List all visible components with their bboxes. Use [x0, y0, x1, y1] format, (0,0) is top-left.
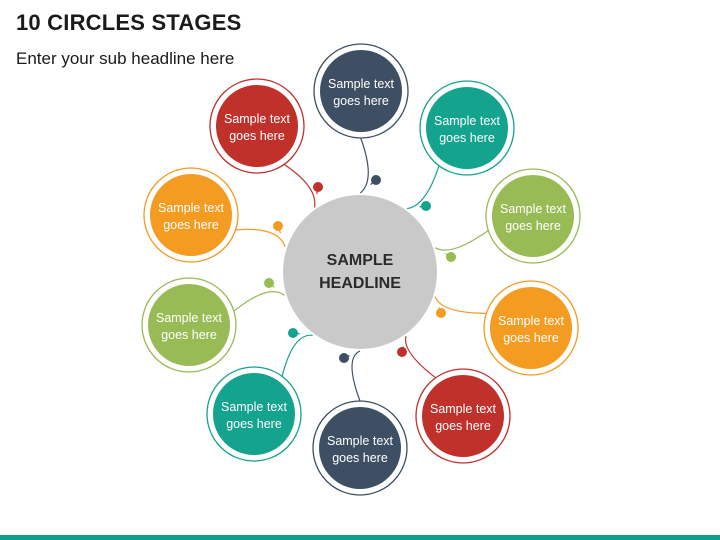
- stage-circle-3: Sample text goes here: [485, 168, 581, 264]
- hub-circle: [283, 195, 437, 349]
- hub-label-line1: SAMPLE: [327, 252, 394, 269]
- bottom-accent-bar: [0, 535, 720, 540]
- connector-dot-group: [264, 175, 456, 363]
- stage-circle-4: Sample text goes here: [483, 280, 579, 376]
- stage-label-line1: Sample text: [500, 202, 567, 216]
- stage-label-line2: goes here: [505, 219, 561, 233]
- stage-fill: [148, 284, 230, 366]
- stage-label-line1: Sample text: [434, 114, 501, 128]
- stage-connector-1: [359, 137, 369, 194]
- stage-circle-1: Sample text goes here: [313, 43, 409, 139]
- stage-dot-4: [436, 308, 446, 318]
- stage-connector-7: [281, 334, 313, 377]
- page-title: 10 CIRCLES STAGES: [16, 10, 242, 35]
- stage-label-line2: goes here: [161, 328, 217, 342]
- stage-fill: [213, 373, 295, 455]
- stage-dot-10: [313, 182, 323, 192]
- stage-connector-8: [233, 291, 285, 312]
- stage-connector-9: [235, 228, 286, 248]
- stage-label-line2: goes here: [439, 131, 495, 145]
- stage-label-line2: goes here: [163, 218, 219, 232]
- stage-dot-8: [264, 278, 274, 288]
- stage-dot-3: [446, 252, 456, 262]
- stage-label-line1: Sample text: [158, 201, 225, 215]
- stage-circle-7: Sample text goes here: [206, 366, 302, 462]
- stage-connector-6: [351, 350, 361, 402]
- stage-fill: [150, 174, 232, 256]
- stage-label-line1: Sample text: [430, 402, 497, 416]
- stage-connector-3: [434, 230, 489, 251]
- stage-circle-9: Sample text goes here: [143, 167, 239, 263]
- stage-fill: [319, 407, 401, 489]
- stage-fill: [490, 287, 572, 369]
- stage-dot-1: [371, 175, 381, 185]
- stage-label-line2: goes here: [332, 451, 388, 465]
- page-subtitle: Enter your sub headline here: [16, 49, 235, 68]
- stage-circle-10: Sample text goes here: [209, 78, 305, 174]
- stage-label-line1: Sample text: [221, 400, 288, 414]
- stage-dot-7: [288, 328, 298, 338]
- stage-fill: [492, 175, 574, 257]
- stage-label-line2: goes here: [333, 94, 389, 108]
- hub-label-line2: HEADLINE: [319, 275, 401, 292]
- stage-dot-5: [397, 347, 407, 357]
- stage-fill: [422, 375, 504, 457]
- stage-connector-10: [283, 163, 316, 208]
- stage-connector-5: [404, 336, 437, 379]
- stage-label-line1: Sample text: [328, 77, 395, 91]
- stage-label-line2: goes here: [226, 417, 282, 431]
- stage-dot-6: [339, 353, 349, 363]
- connector-group: [233, 137, 489, 402]
- stage-fill: [216, 85, 298, 167]
- stage-circle-5: Sample text goes here: [415, 368, 511, 464]
- stage-fill: [320, 50, 402, 132]
- stage-circle-2: Sample text goes here: [419, 80, 515, 176]
- stage-label-line2: goes here: [229, 129, 285, 143]
- stage-label-line2: goes here: [503, 331, 559, 345]
- stage-connector-2: [406, 165, 440, 210]
- stage-label-line1: Sample text: [224, 112, 291, 126]
- stage-label-line2: goes here: [435, 419, 491, 433]
- stage-fill: [426, 87, 508, 169]
- stage-dot-9: [273, 221, 283, 231]
- stage-circle-8: Sample text goes here: [141, 277, 237, 373]
- stage-connector-4: [434, 296, 487, 314]
- stage-label-line1: Sample text: [327, 434, 394, 448]
- stage-circle-6: Sample text goes here: [312, 400, 408, 496]
- stage-dot-2: [421, 201, 431, 211]
- stage-label-line1: Sample text: [498, 314, 565, 328]
- stage-label-line1: Sample text: [156, 311, 223, 325]
